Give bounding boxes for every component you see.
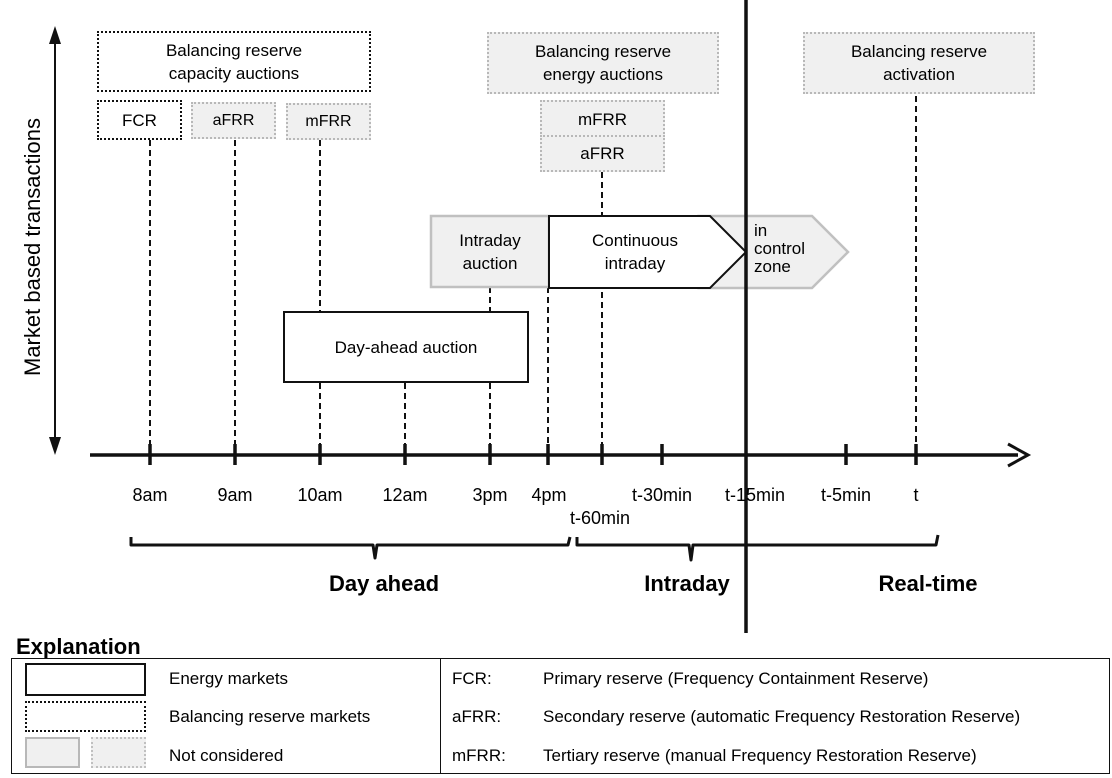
tick-label-t-30min: t-30min [631, 485, 693, 505]
legend-divider [440, 659, 441, 773]
brace-intraday [575, 534, 940, 562]
tick-label-t: t [913, 485, 919, 505]
legend-desc-fcr: Primary reserve (Frequency Containment R… [543, 669, 929, 688]
legend-table: Energy markets Balancing reserve markets… [11, 658, 1110, 774]
y-axis-arrowhead-top [49, 26, 61, 44]
mfrr-energy-box: mFRR [540, 100, 665, 138]
tick-label-8am: 8am [132, 485, 168, 505]
diagram-lines [49, 0, 1032, 633]
afrr-capacity-box: aFRR [191, 102, 276, 139]
intraday-auction-box-shape [429, 214, 551, 289]
intraday-auction-label: Intraday auction [459, 231, 521, 273]
mfrr-capacity-box: mFRR [286, 103, 371, 140]
swatch-not-considered-solid [25, 737, 80, 768]
legend-title: Explanation [16, 634, 141, 659]
phase-real-time: Real-time [878, 571, 978, 596]
energy-auctions-box: Balancing reserve energy auctions [487, 32, 719, 94]
time-axis-arrowhead [1007, 442, 1032, 468]
tick-label-t-60min: t-60min [569, 508, 631, 528]
y-axis-label: Market based transactions [20, 117, 45, 376]
tick-label-3pm: 3pm [472, 485, 508, 505]
day-ahead-auction-box: Day-ahead auction [283, 311, 529, 383]
legend-energy-markets: Energy markets [169, 669, 289, 688]
tick-label-9am: 9am [217, 485, 253, 505]
swatch-energy-markets [25, 663, 146, 696]
capacity-auctions-box: Balancing reserve capacity auctions [97, 31, 371, 92]
y-axis-arrowhead-bottom [49, 437, 61, 455]
legend-abbr-mfrr: mFRR: [452, 746, 506, 765]
swatch-balancing-reserve-markets [25, 701, 146, 732]
legend-desc-afrr: Secondary reserve (automatic Frequency R… [543, 707, 1021, 726]
in-control-zone-label: in control zone [754, 221, 806, 276]
legend-abbr-afrr: aFRR: [452, 707, 502, 726]
brace-day-ahead [129, 536, 572, 560]
activation-box: Balancing reserve activation [803, 32, 1035, 94]
tick-label-4pm: 4pm [531, 485, 567, 505]
continuous-intraday-label: Continuous intraday [591, 231, 678, 273]
phase-intraday: Intraday [644, 571, 730, 596]
phase-day-ahead: Day ahead [328, 571, 440, 596]
legend-not-considered: Not considered [169, 746, 284, 765]
fcr-box: FCR [97, 100, 182, 140]
tick-label-t-5min: t-5min [820, 485, 872, 505]
legend-balancing-reserve-markets: Balancing reserve markets [169, 707, 371, 726]
afrr-energy-box: aFRR [540, 135, 665, 172]
tick-label-12am: 12am [382, 485, 428, 505]
legend-abbr-fcr: FCR: [452, 669, 492, 688]
legend-desc-mfrr: Tertiary reserve (manual Frequency Resto… [543, 746, 977, 765]
continuous-intraday-arrow-shape [548, 215, 748, 289]
tick-label-10am: 10am [297, 485, 343, 505]
tick-label-t-15min: t-15min [724, 485, 786, 505]
swatch-not-considered-dotted [91, 737, 146, 768]
